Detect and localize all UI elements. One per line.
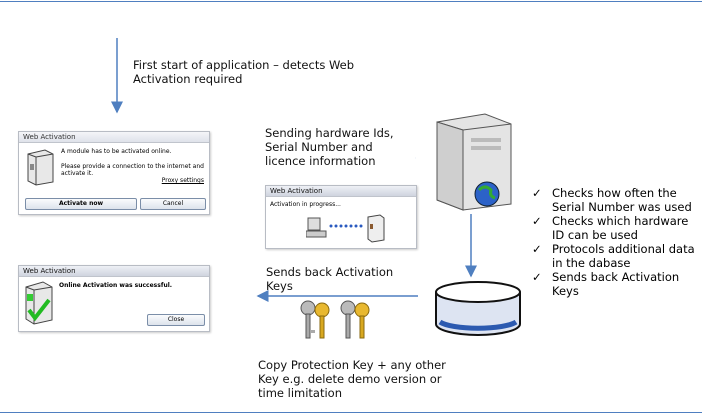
check-text: Checks which hardware ID can be used xyxy=(552,214,689,242)
dialog-title: Web Activation xyxy=(19,132,209,143)
computer-to-module-icon xyxy=(306,214,385,243)
close-button[interactable]: Close xyxy=(147,314,205,326)
check-mark-icon: ✓ xyxy=(532,242,542,256)
check-mark-icon: ✓ xyxy=(532,214,542,228)
sending-text: Sending hardware Ids, Serial Number and … xyxy=(265,126,415,168)
check-text: Sends back Activation Keys xyxy=(552,270,680,298)
check-item: ✓ Sends back Activation Keys xyxy=(532,270,702,298)
dialog-line2: Please provide a connection to the inter… xyxy=(61,163,204,177)
check-text: Protocols additional data in the dabase xyxy=(552,242,695,270)
check-item: ✓ Checks which hardware ID can be used xyxy=(532,214,702,242)
database-icon xyxy=(435,281,521,336)
dialog-title: Web Activation xyxy=(266,186,416,197)
dialog-line1: A module has to be activated online. xyxy=(61,148,172,155)
module-box-icon xyxy=(27,149,54,186)
dialog-title: Web Activation xyxy=(19,266,209,277)
success-dialog: Web Activation Online Activation was suc… xyxy=(18,265,210,332)
success-message: Online Activation was successful. xyxy=(59,282,173,289)
check-item: ✓ Checks how often the Serial Number was … xyxy=(532,186,702,214)
cancel-button[interactable]: Cancel xyxy=(140,198,206,210)
activate-now-button[interactable]: Activate now xyxy=(25,198,137,210)
check-text: Checks how often the Serial Number was u… xyxy=(552,186,692,214)
proxy-settings-link[interactable]: Proxy settings xyxy=(161,177,204,184)
check-mark-icon: ✓ xyxy=(532,270,542,284)
keys-icon xyxy=(300,300,370,339)
progress-dialog: Web Activation Activation in progress... xyxy=(265,185,417,249)
module-success-icon xyxy=(25,281,53,325)
activation-dialog: Web Activation A module has to be activa… xyxy=(18,131,210,215)
copy-key-text: Copy Protection Key + any other Key e.g.… xyxy=(258,358,446,400)
first-start-text: First start of application – detects Web… xyxy=(133,58,355,86)
check-mark-icon: ✓ xyxy=(532,186,542,200)
bottom-rule xyxy=(0,412,702,413)
server-checks-list: ✓ Checks how often the Serial Number was … xyxy=(532,186,702,298)
sends-back-text: Sends back Activation Keys xyxy=(266,265,394,293)
check-item: ✓ Protocols additional data in the dabase xyxy=(532,242,702,270)
server-icon xyxy=(436,113,512,211)
top-rule xyxy=(0,1,702,2)
progress-message: Activation in progress... xyxy=(270,201,341,208)
